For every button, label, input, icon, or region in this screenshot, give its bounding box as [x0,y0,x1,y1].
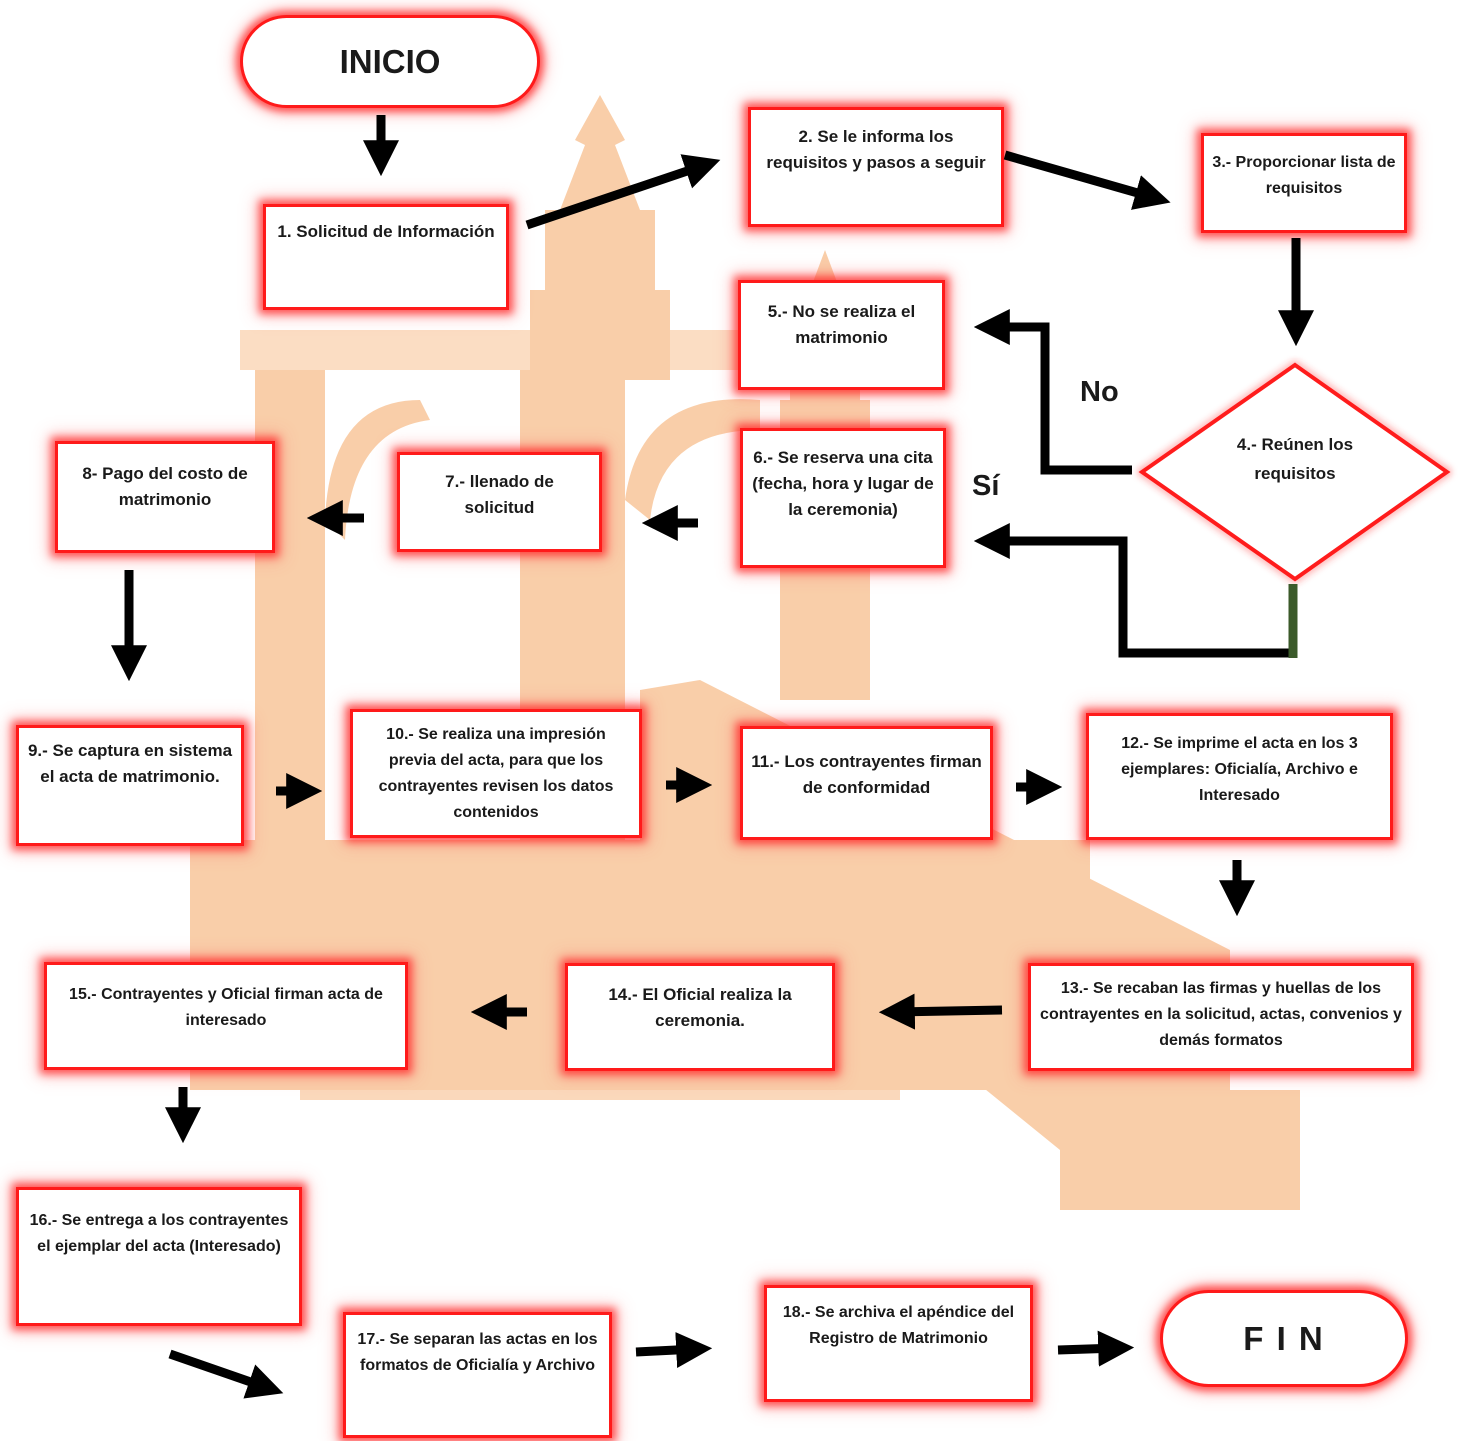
step-16: 16.- Se entrega a los contrayentes el ej… [16,1187,302,1326]
step-3: 3.- Proporcionar lista de requisitos [1201,133,1407,233]
step-11-label: 11.- Los contrayentes firman de conformi… [751,752,982,797]
step-5-label: 5.- No se realiza el matrimonio [767,302,916,347]
step-13: 13.- Se recaban las firmas y huellas de … [1028,963,1414,1071]
step-6-label: 6.- Se reserva una cita (fecha, hora y l… [752,448,934,519]
branch-no-label: No [1080,376,1119,408]
step-2-label: 2. Se le informa los requisitos y pasos … [766,127,986,172]
step-8: 8- Pago del costo de matrimonio [55,441,275,553]
step-14-label: 14.- El Oficial realiza la ceremonia. [608,985,792,1030]
step-12-label: 12.- Se imprime el acta en los 3 ejempla… [1121,735,1358,804]
step-18-label: 18.- Se archiva el apéndice del Registro… [782,1304,1015,1347]
branch-yes-label: Sí [972,470,1000,502]
end-terminal: F I N [1160,1290,1408,1387]
step-11: 11.- Los contrayentes firman de conformi… [740,726,993,840]
step-1: 1. Solicitud de Información [263,204,509,310]
step-15-label: 15.- Contrayentes y Oficial firman acta … [69,986,383,1029]
step-6: 6.- Se reserva una cita (fecha, hora y l… [740,428,946,568]
start-terminal: INICIO [240,15,540,108]
step-3-label: 3.- Proporcionar lista de requisitos [1212,154,1396,197]
step-7: 7.- llenado de solicitud [397,452,602,552]
step-14: 14.- El Oficial realiza la ceremonia. [565,963,835,1071]
start-label: INICIO [339,42,441,80]
step-15: 15.- Contrayentes y Oficial firman acta … [44,962,408,1070]
end-label: F I N [1243,1319,1325,1357]
step-18: 18.- Se archiva el apéndice del Registro… [764,1285,1033,1402]
step-13-label: 13.- Se recaban las firmas y huellas de … [1040,980,1402,1049]
step-8-label: 8- Pago del costo de matrimonio [82,464,248,509]
step-10-label: 10.- Se realiza una impresión previa del… [378,726,614,821]
step-2: 2. Se le informa los requisitos y pasos … [748,107,1004,227]
step-10: 10.- Se realiza una impresión previa del… [350,709,642,838]
step-7-label: 7.- llenado de solicitud [445,472,554,517]
step-4-label: 4.- Reúnen los requisitos [1236,435,1354,483]
step-5: 5.- No se realiza el matrimonio [738,280,945,390]
step-12: 12.- Se imprime el acta en los 3 ejempla… [1086,713,1393,840]
decision-diamond [1138,362,1451,582]
step-17: 17.- Se separan las actas en los formato… [343,1312,612,1438]
step-16-label: 16.- Se entrega a los contrayentes el ej… [29,1212,289,1255]
step-9-label: 9.- Se captura en sistema el acta de mat… [27,741,233,786]
step-17-label: 17.- Se separan las actas en los formato… [357,1331,598,1374]
step-9: 9.- Se captura en sistema el acta de mat… [16,725,244,846]
step-1-label: 1. Solicitud de Información [277,222,495,241]
